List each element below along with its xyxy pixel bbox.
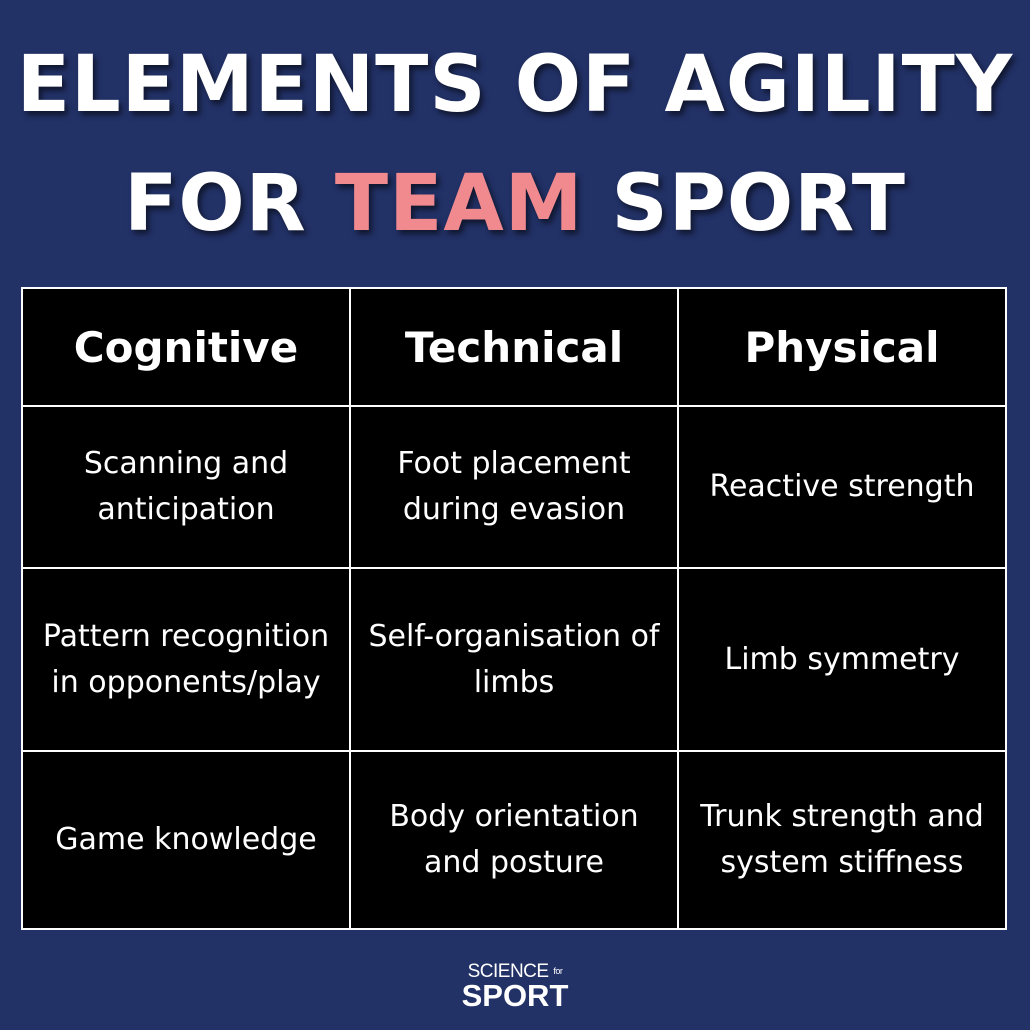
table-cell: Game knowledge [21, 749, 351, 931]
title-prefix: FOR [124, 159, 335, 249]
table-cell: Reactive strength [677, 405, 1007, 570]
header-physical: Physical [677, 286, 1007, 408]
logo-science: SCIENCE [467, 961, 549, 982]
page-title-line-1: ELEMENTS OF AGILITY [16, 40, 1014, 130]
table-row: Pattern recognition in opponents/play Se… [21, 567, 1007, 752]
table-cell: Foot placement during evasion [349, 405, 679, 570]
logo-sport: SPORT [461, 978, 569, 1013]
table-cell: Trunk strength and system stiffness [677, 749, 1007, 931]
page-title-line-2: FOR TEAM SPORT [0, 165, 1030, 243]
table-row: Game knowledge Body orientation and post… [21, 749, 1007, 931]
table-cell: Self-organisation of limbs [349, 567, 679, 752]
header-cognitive: Cognitive [21, 286, 351, 408]
logo-for: for [553, 966, 563, 976]
table-header-row: Cognitive Technical Physical [21, 286, 1007, 408]
agility-elements-table: Cognitive Technical Physical Scanning an… [21, 286, 1007, 931]
science-for-sport-logo: SCIENCE for SPORT [0, 962, 1030, 1011]
table-cell: Limb symmetry [677, 567, 1007, 752]
table-row: Scanning and anticipation Foot placement… [21, 405, 1007, 570]
table-cell: Pattern recognition in opponents/play [21, 567, 351, 752]
table-cell: Scanning and anticipation [21, 405, 351, 570]
title-suffix: SPORT [583, 159, 906, 249]
table-cell: Body orientation and posture [349, 749, 679, 931]
header-technical: Technical [349, 286, 679, 408]
logo-top-line: SCIENCE for [0, 962, 1030, 981]
title-accent: TEAM [334, 159, 584, 249]
